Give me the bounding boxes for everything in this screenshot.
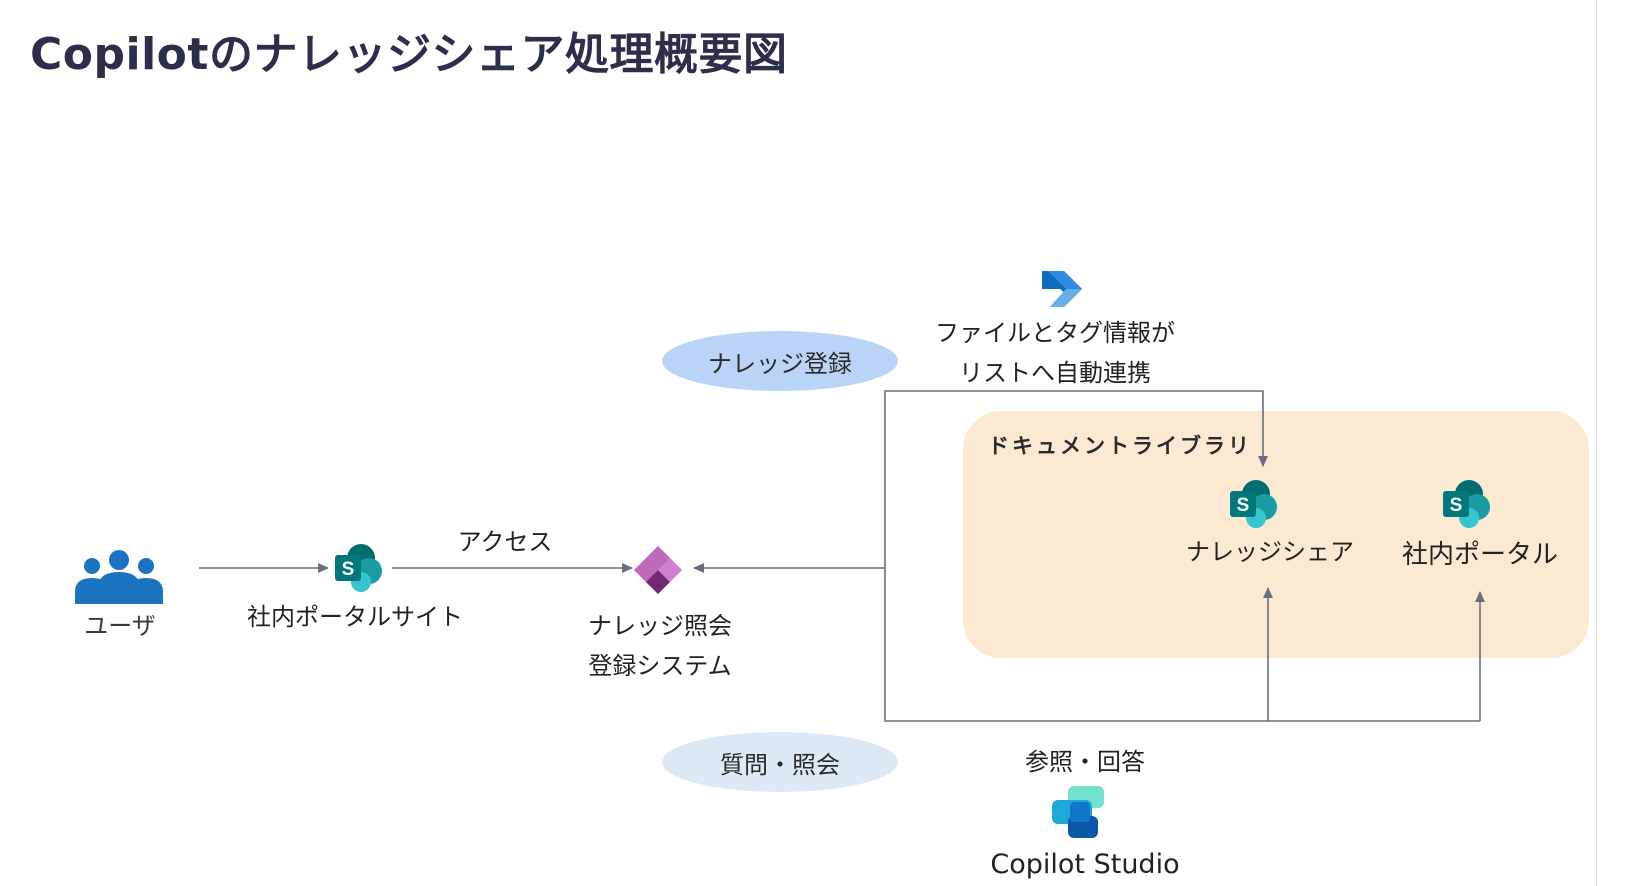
svg-text:S: S bbox=[342, 559, 355, 580]
document-library-title: ドキュメントライブラリ bbox=[988, 434, 1252, 458]
power-automate-icon bbox=[1042, 271, 1082, 307]
line-register-to-knowledge bbox=[884, 390, 1268, 568]
line-query-bottom bbox=[884, 568, 1480, 722]
question-query-pill: 質問・照会 bbox=[662, 732, 898, 792]
auto-sync-line2: リストへ自動連携 bbox=[959, 359, 1151, 387]
user-label: ユーザ bbox=[84, 612, 156, 640]
reference-answer-label: 参照・回答 bbox=[1025, 748, 1145, 776]
svg-text:S: S bbox=[1237, 495, 1250, 516]
sharepoint-icon: S bbox=[1230, 480, 1277, 528]
power-apps-icon bbox=[634, 546, 682, 594]
sharepoint-icon: S bbox=[335, 544, 382, 592]
access-label: アクセス bbox=[457, 528, 553, 556]
page-title: Copilotのナレッジシェア処理概要図 bbox=[30, 29, 788, 80]
internal-portal-label: 社内ポータル bbox=[1401, 540, 1558, 570]
knowledge-share-label: ナレッジシェア bbox=[1186, 538, 1354, 566]
document-library-container bbox=[963, 411, 1589, 658]
knowledge-system-line1: ナレッジ照会 bbox=[588, 612, 732, 640]
copilot-studio-label: Copilot Studio bbox=[990, 849, 1180, 880]
auto-sync-line1: ファイルとタグ情報が bbox=[935, 319, 1175, 347]
question-query-label: 質問・照会 bbox=[720, 750, 840, 779]
knowledge-register-label: ナレッジ登録 bbox=[708, 349, 852, 378]
copilot-studio-icon bbox=[1052, 786, 1104, 838]
knowledge-register-pill: ナレッジ登録 bbox=[662, 331, 898, 391]
knowledge-system-line2: 登録システム bbox=[588, 652, 732, 680]
sharepoint-icon: S bbox=[1443, 480, 1490, 528]
auto-sync-label: ファイルとタグ情報が リストへ自動連携 bbox=[915, 313, 1195, 393]
slide-edge-divider bbox=[1596, 0, 1597, 886]
portal-site-label: 社内ポータルサイト bbox=[247, 603, 463, 631]
svg-text:S: S bbox=[1450, 495, 1463, 516]
knowledge-system-label: ナレッジ照会 登録システム bbox=[560, 606, 760, 686]
users-icon bbox=[75, 550, 163, 604]
